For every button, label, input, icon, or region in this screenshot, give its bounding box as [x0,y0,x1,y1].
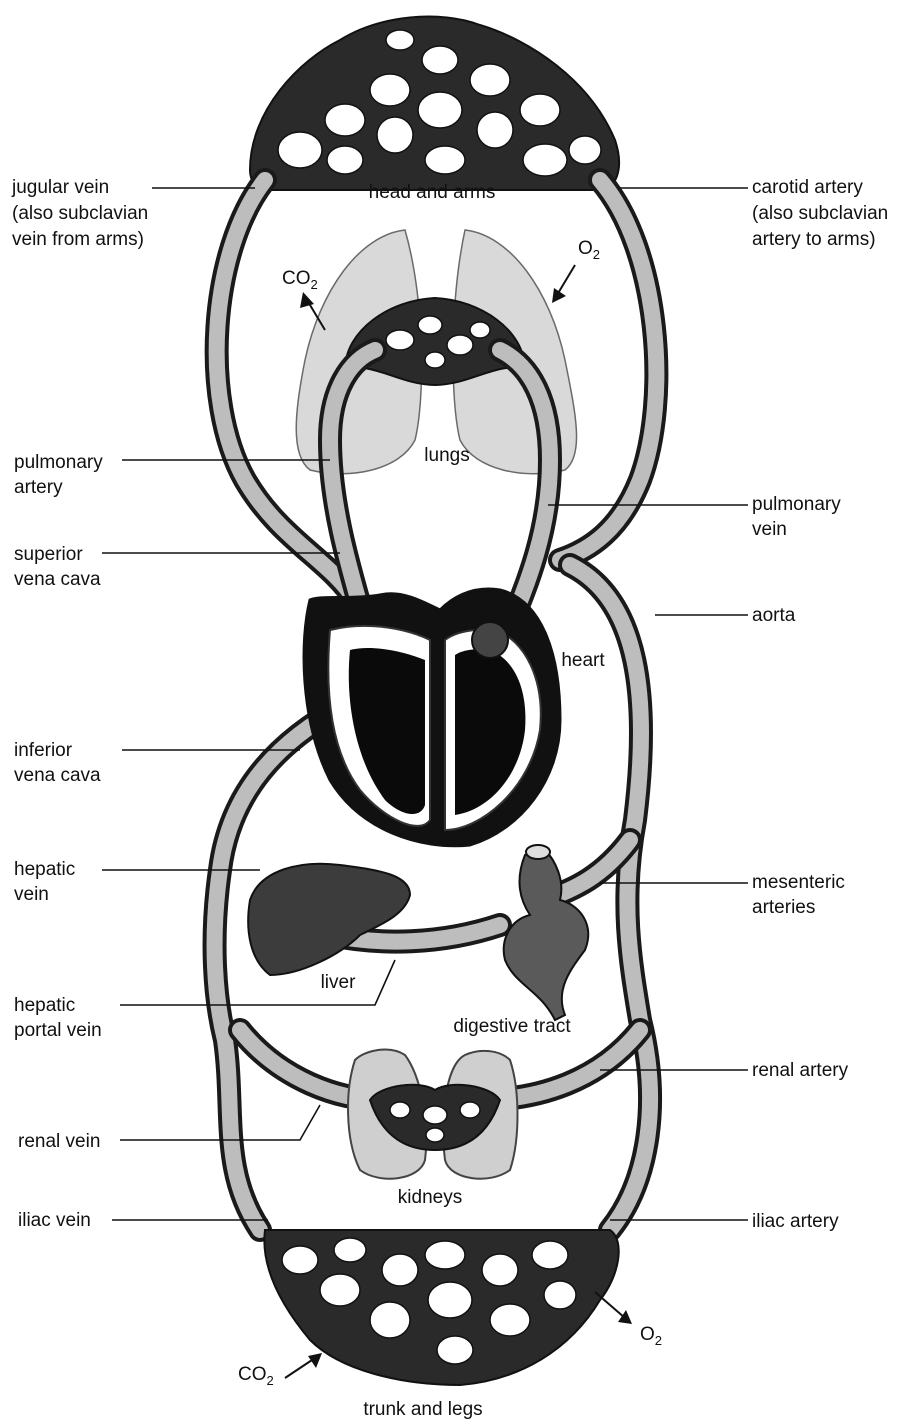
superior-vena-cava-label-line1: superior [14,544,83,565]
kidneys-shape [348,1050,517,1179]
o2-top-label: O2 [578,238,600,262]
hepatic-portal-vein-label-line2: portal vein [14,1020,102,1041]
pulmonary-vein-label-line2: vein [752,519,787,540]
liver-shape [248,864,410,975]
kidneys-label: kidneys [398,1187,462,1208]
co2-bottom-label: CO2 [238,1364,274,1388]
trunk-and-legs-label: trunk and legs [363,1399,482,1420]
mesenteric-arteries-label-line1: mesenteric [752,872,845,893]
liver-label: liver [321,972,357,993]
renal-vein-label: renal vein [18,1131,100,1152]
aorta-label: aorta [752,605,796,626]
iliac-vein-label: iliac vein [18,1210,91,1231]
lungs-label: lungs [424,445,469,466]
pulmonary-artery-label-line1: pulmonary [14,452,103,473]
inferior-vena-cava-label-line1: inferior [14,740,73,761]
digestive-tract-label: digestive tract [453,1016,571,1037]
superior-vena-cava-label-line2: vena cava [14,569,101,590]
o2-bottom-label: O2 [640,1324,662,1348]
pulmonary-vein-label-line1: pulmonary [752,494,841,515]
digestive-tract-shape [504,845,588,1020]
hepatic-portal-vein-label-line1: hepatic [14,995,75,1016]
renal-artery-label: renal artery [752,1060,849,1081]
jugular-vein-label-line2: (also subclavian [12,203,148,224]
pulmonary-artery-label-line2: artery [14,477,63,498]
co2-top-label: CO2 [282,268,318,292]
inferior-vena-cava-label-line2: vena cava [14,765,101,786]
heart-label: heart [561,650,605,671]
carotid-artery-label-line1: carotid artery [752,177,863,198]
jugular-vein-label-line1: jugular vein [11,177,109,198]
jugular-vein-label-line3: vein from arms) [12,229,144,250]
carotid-artery-label-line2: (also subclavian [752,203,888,224]
head-and-arms-label: head and arms [369,182,496,203]
hepatic-vein-label-line1: hepatic [14,859,75,880]
head-capillary-bed [250,17,619,190]
carotid-artery-label-line3: artery to arms) [752,229,876,250]
mesenteric-arteries-label-line2: arteries [752,897,815,918]
heart-shape [304,589,560,846]
hepatic-vein-label-line2: vein [14,884,49,905]
iliac-artery-label: iliac artery [752,1211,839,1232]
